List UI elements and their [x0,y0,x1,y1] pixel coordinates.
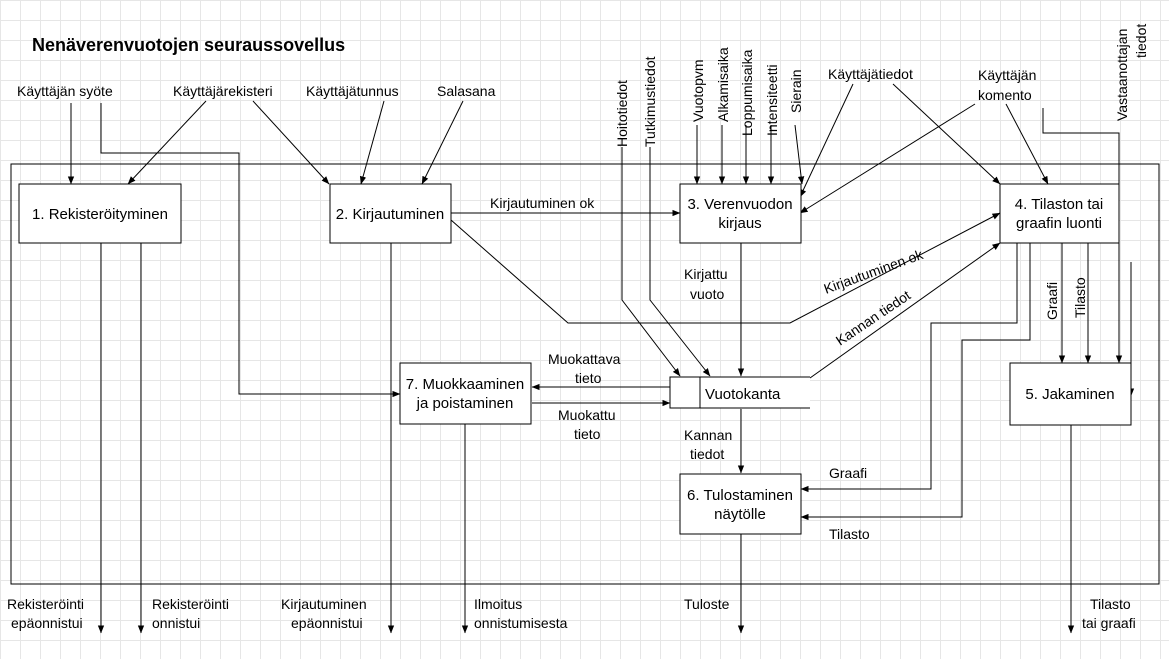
label-kayttajan-syote: Käyttäjän syöte [17,83,113,99]
process-4-label-line1: 4. Tilaston tai [1015,196,1103,213]
process-3-label-line2: kirjaus [718,215,761,232]
label-kirjattu-vuoto-line2: vuoto [690,286,724,302]
flow-hoitotiedot [621,147,681,377]
flow-salasana [421,100,464,185]
flow-komento-to-4 [1005,103,1049,185]
flow-tutkimustiedot [649,147,711,377]
label-tilasto-vertical: Tilasto [1072,277,1088,318]
flow-kayttajarekisteri-to-2 [252,100,330,185]
process-5: 5. Jakaminen [1009,362,1132,426]
label-ilmoitus-line1: Ilmoitus [474,596,522,612]
label-loppumisaika: Loppumisaika [739,49,755,136]
label-hoitotiedot: Hoitotiedot [614,80,630,147]
label-kirjautuminen-epaonnistui-line2: epäonnistui [291,615,363,631]
label-tutkimustiedot: Tutkimustiedot [642,56,658,147]
process-3-label-line1: 3. Verenvuodon [687,196,792,213]
process-1: 1. Rekisteröityminen [18,183,182,244]
flow-kirjautuminen-ok-2 [450,212,1001,324]
process-2-box [329,183,452,244]
label-vastaanottajan-tiedot-line2: tiedot [1133,24,1149,58]
label-graafi: Graafi [829,465,867,481]
datastore: Vuotokanta [669,376,810,409]
process-3: 3. Verenvuodon kirjaus [679,183,802,244]
label-kayttajarekisteri: Käyttäjärekisteri [173,83,273,99]
flow-kannan-tiedot-diag [809,242,1001,379]
process-3-box [679,183,802,244]
label-rekisterointi-epaonnistui-line2: epäonnistui [11,615,83,631]
flow-kayttajan-syote-to-7 [100,103,401,398]
process-6-box [679,473,802,535]
process-2: 2. Kirjautuminen [329,183,452,244]
label-kannan-tiedot-line1: Kannan [684,427,732,443]
system-boundary [10,163,1160,585]
label-tuloste: Tuloste [684,596,730,612]
label-tilasto-tai-graafi-line2: tai graafi [1082,615,1136,631]
process-2-label: 2. Kirjautuminen [336,206,444,223]
datastore-box [670,377,810,408]
label-rekisterointi-epaonnistui-line1: Rekisteröinti [7,596,84,612]
flow-edges [67,83,1135,634]
input-labels: Käyttäjän syöte Käyttäjärekisteri Käyttä… [17,24,1149,147]
label-graafi-vertical: Graafi [1044,282,1060,320]
diagram-title: Nenäverenvuotojen seuraussovellus [32,35,345,55]
flow-komento-to-5 [1042,108,1123,364]
process-5-label: 5. Jakaminen [1025,386,1114,403]
process-6-label-line1: 6. Tulostaminen [687,487,793,504]
label-ilmoitus-line2: onnistumisesta [474,615,568,631]
process-4: 4. Tilaston tai graafin luonti [999,183,1120,244]
label-sierain: Sierain [788,69,804,113]
label-muokattu-tieto-line1: Muokattu [558,407,616,423]
flow-komento-to-3 [799,103,976,214]
label-muokattava-tieto-line2: tieto [575,370,602,386]
label-kirjautuminen-ok-2: Kirjautuminen ok [822,246,926,297]
flow-kayttajatunnus [359,100,385,185]
label-intensiteetti: Intensiteetti [764,64,780,136]
label-tilasto: Tilasto [829,526,870,542]
process-1-label: 1. Rekisteröityminen [32,206,168,223]
process-1-box [18,183,182,244]
label-kirjautuminen-epaonnistui-line1: Kirjautuminen [281,596,367,612]
label-kayttajan-komento-line1: Käyttäjän [978,67,1036,83]
flow-kayttajatiedot-to-3 [799,83,854,198]
label-vuotopvm: Vuotopvm [690,59,706,122]
output-labels: Rekisteröinti epäonnistui Rekisteröinti … [7,596,1136,631]
flow-graafi-to-6 [800,243,1018,493]
process-7-label-line2: ja poistaminen [416,395,514,412]
process-5-box [1009,362,1132,426]
label-vastaanottajan-tiedot-line1: Vastaanottajan [1114,29,1130,121]
flow-tilasto-to-6 [800,243,1031,521]
process-6-label-line2: näytölle [714,506,766,523]
label-kirjautuminen-ok-1: Kirjautuminen ok [490,195,595,211]
flow-sierain [794,124,805,185]
label-muokattava-tieto-line1: Muokattava [548,351,621,367]
datastore-label: Vuotokanta [705,386,781,403]
label-kannan-tiedot-line2: tiedot [690,446,724,462]
process-7-box [399,362,532,425]
label-kannan-tiedot-diag: Kannan tiedot [833,287,914,349]
process-4-box [999,183,1120,244]
flow-kayttajarekisteri-to-1 [127,100,207,185]
process-4-label-line2: graafin luonti [1016,215,1102,232]
process-7: 7. Muokkaaminen ja poistaminen [399,362,532,425]
process-7-label-line1: 7. Muokkaaminen [406,376,524,393]
label-kayttajan-komento-line2: komento [978,87,1032,103]
label-alkamisaika: Alkamisaika [715,47,731,122]
label-tilasto-tai-graafi-line1: Tilasto [1090,596,1131,612]
process-6: 6. Tulostaminen näytölle [679,473,802,535]
datastore-outline [669,376,810,409]
label-salasana: Salasana [437,83,496,99]
label-kirjattu-vuoto-line1: Kirjattu [684,266,728,282]
label-muokattu-tieto-line2: tieto [574,426,601,442]
label-kayttajatunnus: Käyttäjätunnus [306,83,399,99]
flow-kayttajatiedot-to-4 [892,83,1001,185]
label-rekisterointi-onnistui-line1: Rekisteröinti [152,596,229,612]
label-rekisterointi-onnistui-line2: onnistui [152,615,200,631]
label-kayttajatiedot: Käyttäjätiedot [828,66,913,82]
